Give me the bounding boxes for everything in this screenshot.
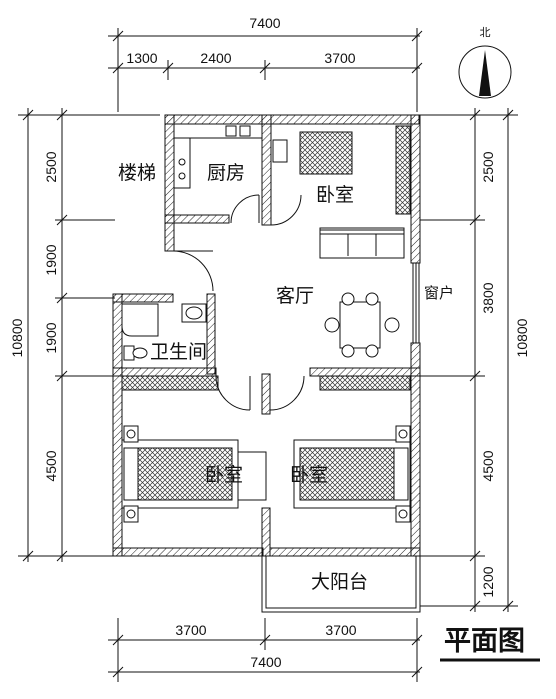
bathroom-fixtures xyxy=(121,303,207,361)
label-bedroom-top: 卧室 xyxy=(316,184,354,206)
north-arrow-icon xyxy=(458,45,512,99)
dim-bottom-total: 7400 xyxy=(250,654,281,670)
dim-right-segment-1: 2500 xyxy=(480,151,496,182)
drawing-title: 平面图 xyxy=(444,626,525,657)
label-balcony: 大阳台 xyxy=(311,571,368,593)
left-wardrobe xyxy=(121,375,219,391)
dim-top-total: 7400 xyxy=(249,15,280,31)
dim-top-segment-3: 3700 xyxy=(324,50,355,66)
dim-left-segment-4: 4500 xyxy=(43,450,59,481)
dim-right-total: 10800 xyxy=(514,318,530,357)
left-bed xyxy=(121,425,267,523)
dim-left-segment-2: 1900 xyxy=(43,244,59,275)
left-dimension-lines xyxy=(18,108,160,562)
label-window: 窗户 xyxy=(424,284,454,302)
label-bedroom-right: 卧室 xyxy=(290,464,328,486)
label-living-room: 客厅 xyxy=(276,285,314,307)
dim-left-segment-1: 2500 xyxy=(43,151,59,182)
dim-top-segment-1: 1300 xyxy=(126,50,157,66)
label-stairs: 楼梯 xyxy=(118,162,156,184)
top-dimension-lines xyxy=(108,28,423,112)
dim-bottom-segment-2: 3700 xyxy=(325,622,356,638)
label-bedroom-left: 卧室 xyxy=(205,464,243,486)
dim-right-segment-4: 1200 xyxy=(480,566,496,597)
dim-bottom-segment-1: 3700 xyxy=(175,622,206,638)
dining-table xyxy=(324,292,400,358)
right-dimension-lines xyxy=(420,108,518,612)
kitchen-counter xyxy=(173,123,263,189)
dim-left-segment-3: 1900 xyxy=(43,322,59,353)
walls xyxy=(112,114,421,557)
label-bathroom: 卫生间 xyxy=(150,341,207,363)
sofa xyxy=(319,227,405,259)
dim-right-segment-3: 4500 xyxy=(480,450,496,481)
right-bed xyxy=(293,425,411,523)
dim-left-total: 10800 xyxy=(9,318,25,357)
top-bedroom-furniture xyxy=(272,125,411,215)
bottom-dimension-lines xyxy=(108,618,423,682)
right-wardrobe xyxy=(319,375,411,391)
dim-right-segment-2: 3800 xyxy=(480,282,496,313)
label-kitchen: 厨房 xyxy=(207,162,245,184)
dim-top-segment-2: 2400 xyxy=(200,50,231,66)
north-label: 北 xyxy=(480,26,491,39)
balcony-outline xyxy=(261,555,421,613)
